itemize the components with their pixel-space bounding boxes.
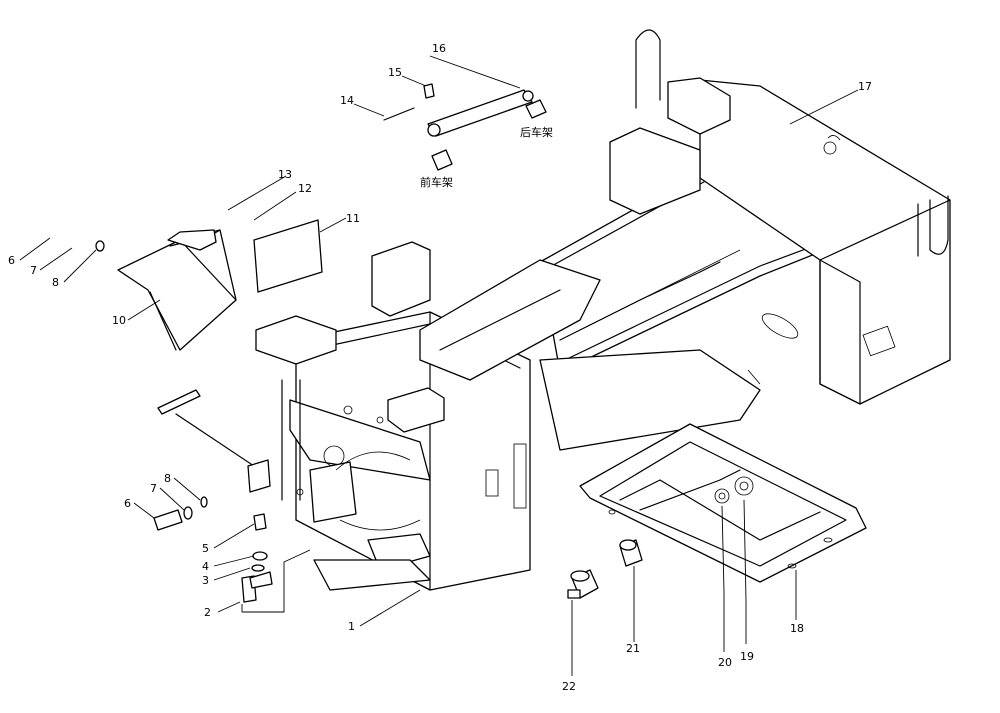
callout-13: 13 — [278, 168, 292, 181]
callout-12: 12 — [298, 182, 312, 195]
callout-22: 22 — [562, 680, 576, 693]
callout-8-lower: 8 — [164, 472, 171, 485]
rod-9 — [157, 389, 271, 493]
pin-14 — [383, 107, 415, 121]
callout-3: 3 — [202, 574, 209, 587]
label-rear-frame: 后车架 — [520, 125, 553, 139]
front-frame-body — [255, 241, 601, 591]
pin-stack-2-5 — [241, 513, 273, 603]
callout-19: 19 — [740, 650, 754, 663]
label-front-frame: 前车架 — [420, 175, 453, 189]
bolt-set-upper — [95, 240, 105, 252]
callout-21: 21 — [626, 642, 640, 655]
pin-22 — [567, 569, 599, 599]
bolt-set-lower — [153, 496, 208, 531]
callout-20: 20 — [718, 656, 732, 669]
callout-2: 2 — [204, 606, 211, 619]
bracket-10 — [117, 229, 237, 351]
callouts: 1 2 3 4 5 6 7 8 6 7 8 10 11 12 13 14 15 … — [8, 42, 872, 693]
callout-15: 15 — [388, 66, 402, 79]
callout-10: 10 — [112, 314, 126, 327]
rear-frame-body — [539, 29, 951, 451]
callout-16: 16 — [432, 42, 446, 55]
subframe-18 — [579, 423, 867, 583]
callout-7-lower: 7 — [150, 482, 157, 495]
leader-lines — [19, 55, 859, 676]
callout-5: 5 — [202, 542, 209, 555]
link-rod-16 — [423, 83, 547, 171]
callout-18: 18 — [790, 622, 804, 635]
callout-6-lower: 6 — [124, 497, 131, 510]
callout-6-upper: 6 — [8, 254, 15, 267]
callout-7-upper: 7 — [30, 264, 37, 277]
callout-8-upper: 8 — [52, 276, 59, 289]
callout-14: 14 — [340, 94, 354, 107]
plate-11 — [253, 219, 323, 293]
callout-4: 4 — [202, 560, 209, 573]
pin-21 — [619, 539, 643, 567]
callout-1: 1 — [348, 620, 355, 633]
callout-17: 17 — [858, 80, 872, 93]
callout-11: 11 — [346, 212, 360, 225]
